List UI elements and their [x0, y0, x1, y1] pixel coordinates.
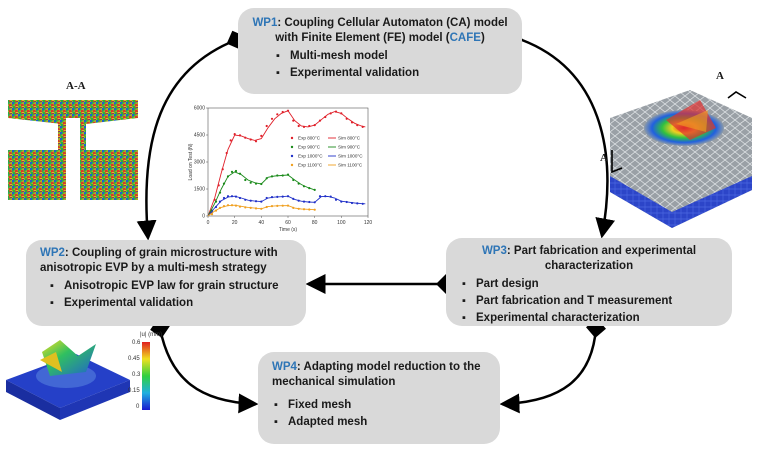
- data-point: [270, 117, 274, 120]
- legend-label: Exp 800°C: [298, 136, 321, 141]
- data-point: [230, 170, 234, 173]
- chart-plot-area: [207, 107, 369, 217]
- legend-label: Sim 900°C: [338, 145, 361, 150]
- x-tick-label: 120: [364, 220, 373, 226]
- data-point: [297, 124, 300, 128]
- x-tick-label: 100: [337, 220, 346, 226]
- data-point: [260, 134, 263, 137]
- wp1-box: WP1: Coupling Cellular Automaton (CA) mo…: [238, 8, 522, 94]
- arrow-wp1-to-wp2: [136, 30, 246, 241]
- cube-label-a-top: A: [716, 70, 724, 82]
- section-label: A-A: [66, 80, 86, 92]
- wp4-id: WP4: [272, 361, 297, 373]
- wp3-title: WP3: Part fabrication and experimental c…: [460, 244, 718, 274]
- wp2-item: Anisotropic EVP law for grain structure: [48, 279, 292, 294]
- series-line: [207, 110, 366, 217]
- wp2-id: WP2: [40, 247, 65, 259]
- x-tick-label: 20: [232, 220, 238, 226]
- legend-swatch: [290, 136, 294, 140]
- colorbar-tick: 0.3: [132, 372, 141, 378]
- wp1-item: Experimental validation: [274, 66, 508, 81]
- wp1-title-text: : Coupling Cellular Automaton (CA) model…: [275, 17, 508, 44]
- colorbar-tick: 0: [136, 404, 140, 410]
- legend-swatch: [290, 145, 294, 149]
- data-point: [276, 113, 279, 116]
- wp1-list: Multi-mesh model Experimental validation: [274, 49, 508, 81]
- data-point: [249, 181, 252, 184]
- arrow-wp3-to-wp4: [499, 318, 606, 414]
- series-line: [207, 171, 315, 217]
- wp1-title-highlight: CAFE: [449, 32, 481, 44]
- y-axis-label: Load on Test (N): [188, 143, 194, 180]
- wp1-title-end: ): [480, 32, 485, 44]
- wp3-item: Part design: [460, 277, 718, 292]
- y-tick-label: 0: [202, 214, 205, 220]
- cube-label-a-left: A: [600, 152, 608, 164]
- y-tick-label: 4500: [194, 133, 205, 139]
- series-line: [207, 204, 315, 217]
- wp2-list: Anisotropic EVP law for grain structure …: [48, 279, 292, 311]
- x-tick-label: 0: [207, 220, 210, 226]
- data-point: [229, 139, 232, 142]
- colorbar-tick: 0.15: [128, 388, 140, 394]
- legend-label: Exp 900°C: [298, 145, 321, 150]
- wp4-title-text: : Adapting model reduction to the mechan…: [272, 361, 481, 388]
- colorbar-title: |u| (mm): [140, 332, 163, 338]
- arrow-wp2-to-wp4: [150, 318, 259, 414]
- arrow-wp1-to-wp3: [502, 24, 616, 239]
- wp3-item: Part fabrication and T measurement: [460, 294, 718, 309]
- y-tick-label: 6000: [194, 106, 205, 112]
- wp4-title: WP4: Adapting model reduction to the mec…: [272, 360, 486, 390]
- data-point: [234, 169, 238, 173]
- wp1-item: Multi-mesh model: [274, 49, 508, 64]
- wp3-item: Experimental characterization: [460, 311, 718, 326]
- wp1-id: WP1: [252, 17, 278, 29]
- wp3-title-text: : Part fabrication and experimental char…: [506, 245, 697, 272]
- wp2-title: WP2: Coupling of grain microstructure wi…: [40, 246, 292, 276]
- wp4-item: Fixed mesh: [272, 398, 486, 413]
- wp4-item: Adapted mesh: [272, 415, 486, 430]
- wp4-list: Fixed mesh Adapted mesh: [272, 398, 486, 430]
- legend-label: Sim 800°C: [338, 136, 361, 141]
- legend-swatch: [290, 154, 294, 158]
- legend-label: Sim 1000°C: [338, 154, 363, 159]
- wp3-box: WP3: Part fabrication and experimental c…: [446, 238, 732, 326]
- y-tick-label: 3000: [194, 160, 205, 166]
- wp4-box: WP4: Adapting model reduction to the mec…: [258, 352, 500, 444]
- legend-label: Exp 1000°C: [298, 154, 323, 159]
- data-point: [265, 124, 268, 128]
- wp3-id: WP3: [481, 245, 507, 257]
- x-tick-label: 60: [285, 220, 291, 226]
- x-tick-label: 40: [259, 220, 265, 226]
- legend-label: Sim 1100°C: [338, 163, 363, 168]
- x-axis-label: Time (s): [279, 227, 297, 233]
- wp1-title: WP1: Coupling Cellular Automaton (CA) mo…: [252, 16, 508, 46]
- wp2-box: WP2: Coupling of grain microstructure wi…: [26, 240, 306, 326]
- legend-swatch: [290, 163, 294, 167]
- wp3-list: Part design Part fabrication and T measu…: [460, 277, 718, 326]
- y-tick-label: 1500: [194, 187, 205, 193]
- data-point: [244, 178, 247, 182]
- colorbar-tick: 0.45: [128, 356, 140, 362]
- wp2-title-text: : Coupling of grain microstructure with …: [40, 247, 278, 274]
- legend-label: Exp 1100°C: [298, 163, 323, 168]
- wp2-item: Experimental validation: [48, 296, 292, 311]
- data-point: [254, 140, 258, 143]
- colorbar-tick: 0.6: [132, 340, 141, 346]
- series-line: [207, 195, 366, 217]
- data-point: [313, 208, 316, 211]
- x-tick-label: 80: [312, 220, 318, 226]
